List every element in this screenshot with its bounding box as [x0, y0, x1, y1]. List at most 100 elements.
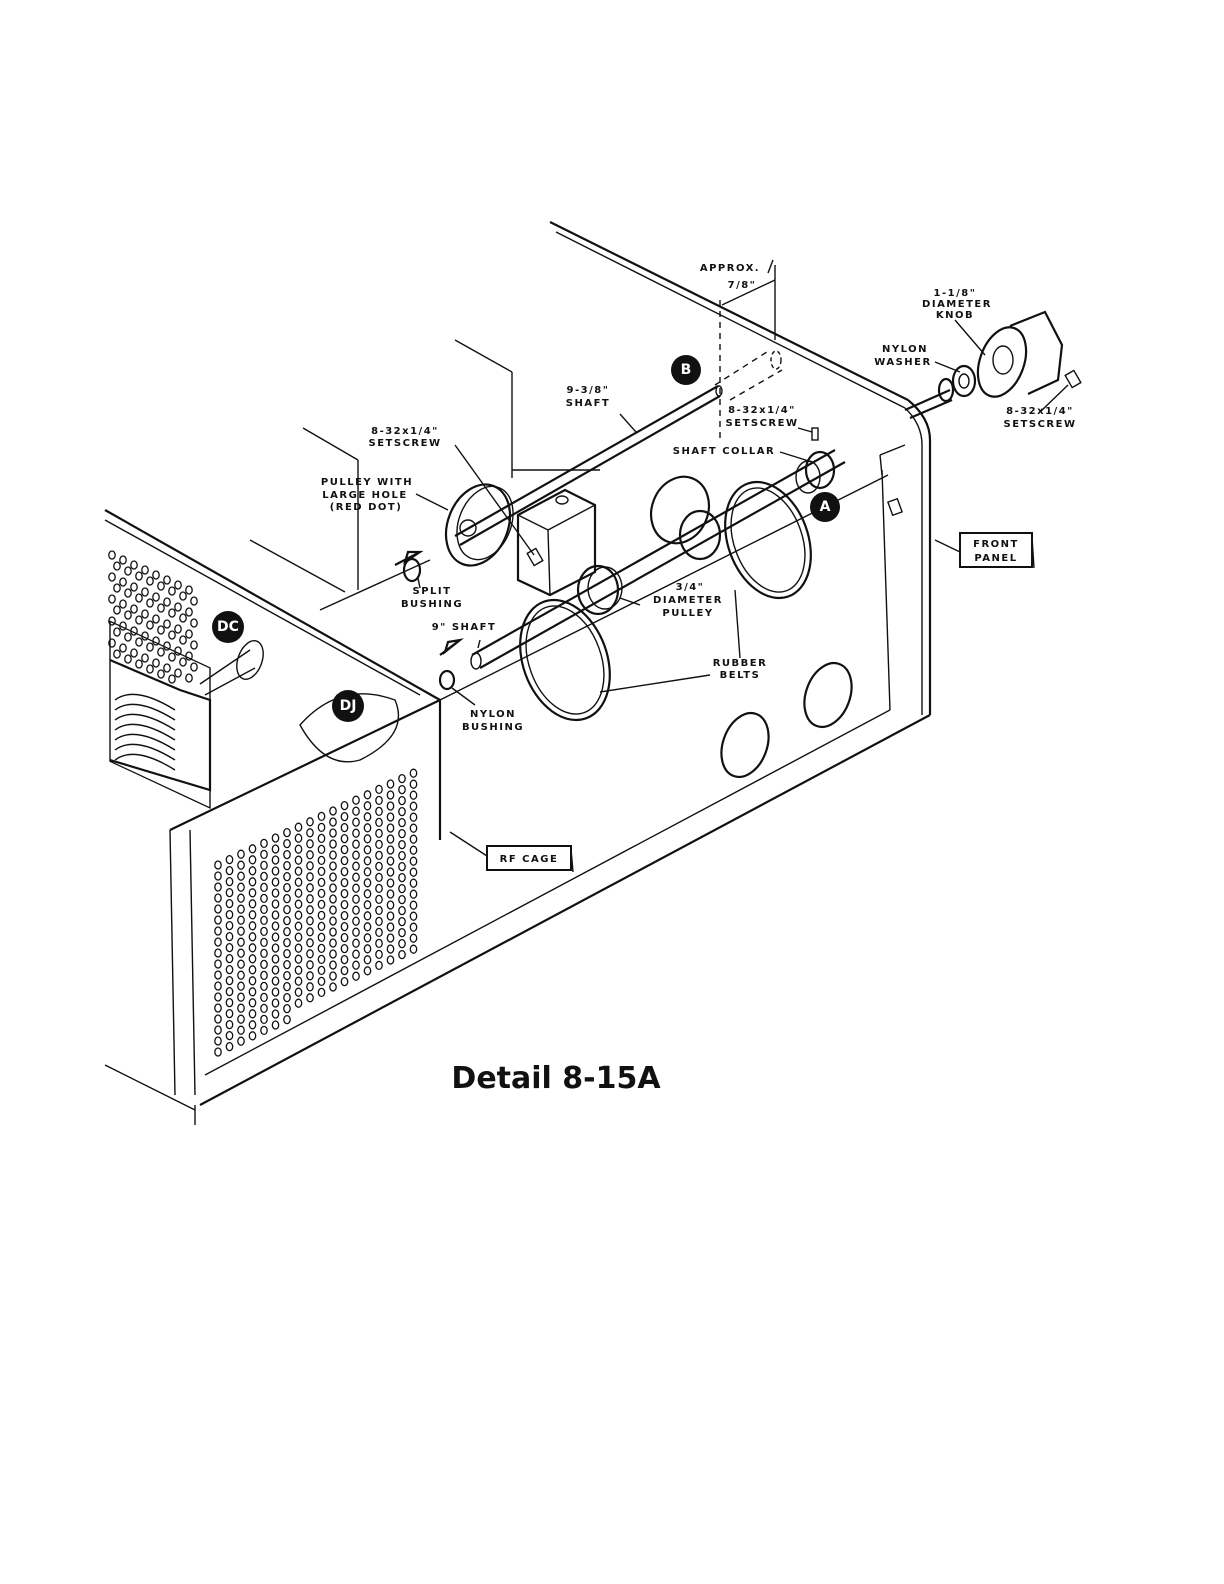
perforation-hole [399, 841, 405, 849]
perforation-hole [147, 621, 153, 629]
label-pulley34-3: PULLEY [662, 608, 713, 619]
perforation-hole [341, 945, 347, 953]
perforation-hole [341, 835, 347, 843]
label-setscrew-mid-1: 8-32x1/4" [728, 405, 796, 416]
perforation-hole [125, 567, 131, 575]
label-nylon-bushing-2: BUSHING [462, 722, 524, 733]
perforation-hole [284, 906, 290, 914]
perforation-hole [307, 917, 313, 925]
perforation-hole [261, 927, 267, 935]
perforation-hole [295, 999, 301, 1007]
perforation-hole [226, 1032, 232, 1040]
perforation-hole [226, 977, 232, 985]
perforation-hole [261, 916, 267, 924]
perforation-hole [169, 675, 175, 683]
perforation-hole [284, 895, 290, 903]
perforation-hole [272, 966, 278, 974]
perforation-hole [226, 911, 232, 919]
perforation-hole [153, 659, 159, 667]
label-rubber-belts-1: RUBBER [713, 658, 768, 669]
perforation-hole [318, 878, 324, 886]
perforation-hole [376, 873, 382, 881]
perforation-hole [142, 654, 148, 662]
perforation-hole [249, 944, 255, 952]
perforation-hole [318, 988, 324, 996]
chassis-outline [200, 222, 930, 1105]
perforation-hole [215, 1048, 221, 1056]
perforation-hole [164, 598, 170, 606]
perforation-hole [410, 923, 416, 931]
label-pulley34-1: 3/4" [676, 582, 705, 593]
perforation-hole [249, 867, 255, 875]
perforation-hole [318, 812, 324, 820]
perforation-hole [114, 562, 120, 570]
perforation-hole [307, 895, 313, 903]
perforation-hole [307, 884, 313, 892]
perforation-hole [341, 901, 347, 909]
perforation-hole [261, 1015, 267, 1023]
perforation-hole [238, 861, 244, 869]
perforation-hole [410, 868, 416, 876]
perforation-hole [330, 829, 336, 837]
perforation-hole [399, 896, 405, 904]
perforation-hole [284, 983, 290, 991]
perforation-hole [295, 867, 301, 875]
label-front-panel-1: FRONT [973, 539, 1019, 550]
perforation-hole [307, 972, 313, 980]
perforation-hole [387, 934, 393, 942]
perforation-hole [261, 894, 267, 902]
perforation-hole [387, 901, 393, 909]
perforation-hole [364, 857, 370, 865]
perforation-hole [295, 922, 301, 930]
perforation-hole [410, 769, 416, 777]
perforation-hole [272, 933, 278, 941]
perforation-hole [330, 961, 336, 969]
perforation-hole [295, 944, 301, 952]
label-setscrew-right-1: 8-32x1/4" [1006, 406, 1074, 417]
perforation-hole [295, 845, 301, 853]
label-nylon-washer-2: WASHER [874, 357, 931, 368]
svg-text:DJ: DJ [340, 698, 357, 714]
perforation-hole [226, 988, 232, 996]
perforation-hole [364, 813, 370, 821]
rf-cage-box: RF CAGE [487, 846, 573, 872]
perforation-hole [307, 906, 313, 914]
label-pulley-large-3: (RED DOT) [330, 502, 403, 513]
perforation-hole [215, 949, 221, 957]
perforation-hole [341, 890, 347, 898]
perforation-hole [238, 905, 244, 913]
svg-text:B: B [681, 362, 692, 378]
perforation-hole [295, 966, 301, 974]
perforation-pattern [109, 551, 417, 1056]
perforation-hole [295, 823, 301, 831]
perforation-hole [353, 950, 359, 958]
perforation-hole [353, 939, 359, 947]
perforation-hole [341, 879, 347, 887]
label-shaft938-2: SHAFT [566, 398, 610, 409]
perforation-hole [295, 955, 301, 963]
perforation-hole [175, 581, 181, 589]
perforation-hole [191, 597, 197, 605]
perforation-hole [376, 862, 382, 870]
perforation-hole [147, 665, 153, 673]
perforation-hole [249, 966, 255, 974]
perforation-hole [330, 972, 336, 980]
perforation-hole [364, 791, 370, 799]
callout-dc: DC [212, 611, 244, 643]
perforation-hole [399, 907, 405, 915]
perforation-hole [341, 824, 347, 832]
label-shaft9: 9" SHAFT [432, 622, 497, 633]
perforation-hole [131, 605, 137, 613]
perforation-hole [353, 917, 359, 925]
perforation-hole [399, 830, 405, 838]
label-knob-1: 1-1/8" [934, 288, 977, 299]
perforation-hole [272, 900, 278, 908]
perforation-hole [131, 649, 137, 657]
perforation-hole [158, 626, 164, 634]
perforation-hole [238, 883, 244, 891]
perforation-hole [330, 818, 336, 826]
perforation-hole [284, 873, 290, 881]
perforation-hole [261, 839, 267, 847]
perforation-hole [136, 638, 142, 646]
perforation-hole [249, 999, 255, 1007]
